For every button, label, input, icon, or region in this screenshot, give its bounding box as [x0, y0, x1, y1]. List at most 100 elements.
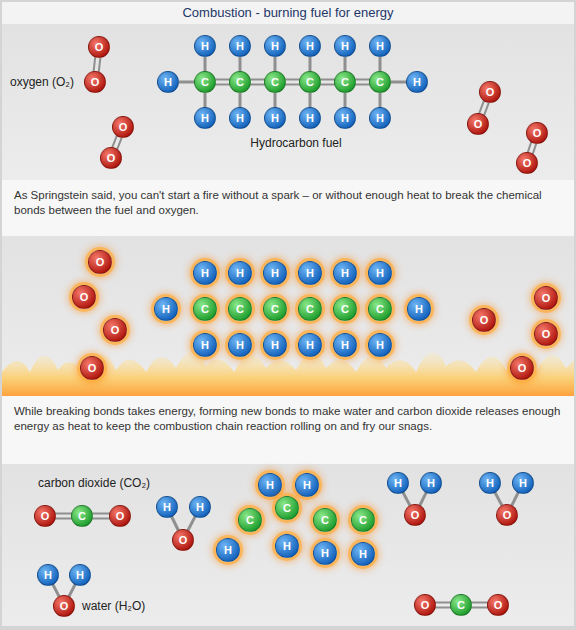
atom-circle: O: [88, 36, 110, 58]
atom-circle: H: [369, 107, 391, 129]
single-bond: [274, 92, 277, 108]
double-bond: [55, 513, 72, 518]
atom-circle: H: [351, 542, 375, 566]
atom-circle: H: [264, 107, 286, 129]
atom-circle: C: [228, 297, 252, 321]
atom-symbol: H: [271, 268, 279, 279]
atom-symbol: H: [201, 113, 209, 124]
panel-ground: [2, 464, 574, 626]
atom-symbol: O: [421, 600, 430, 611]
atom-circle: H: [156, 496, 178, 518]
atom-symbol: H: [341, 113, 349, 124]
atom-symbol: H: [394, 478, 402, 489]
atom-circle: H: [387, 472, 409, 494]
atom-circle: H: [157, 71, 179, 93]
single-bond: [274, 56, 277, 72]
atom-symbol: C: [359, 515, 367, 526]
atom-circle: H: [194, 107, 216, 129]
atom-symbol: O: [119, 122, 128, 133]
atom-circle: H: [275, 534, 299, 558]
atom-symbol: C: [236, 304, 244, 315]
atom-symbol: O: [480, 315, 489, 326]
atom-circle: C: [333, 297, 357, 321]
atom-circle: C: [450, 594, 472, 616]
atom-symbol: H: [376, 340, 384, 351]
atom-symbol: C: [283, 503, 291, 514]
atom-circle: H: [229, 107, 251, 129]
atom-circle: H: [295, 473, 319, 497]
atom-symbol: H: [271, 113, 279, 124]
single-bond: [309, 92, 312, 108]
atom-circle: H: [299, 35, 321, 57]
atom-circle: H: [189, 496, 211, 518]
atom-symbol: H: [236, 41, 244, 52]
atom-symbol: O: [95, 42, 104, 53]
atom-symbol: H: [163, 502, 171, 513]
atom-symbol: C: [201, 77, 209, 88]
single-bond: [239, 56, 242, 72]
single-bond: [309, 56, 312, 72]
atom-circle: C: [71, 505, 93, 527]
atom-symbol: H: [283, 541, 291, 552]
atom-symbol: H: [306, 113, 314, 124]
atom-symbol: H: [376, 113, 384, 124]
atom-symbol: H: [376, 41, 384, 52]
atom-symbol: C: [376, 77, 384, 88]
atom-circle: C: [334, 71, 356, 93]
atom-circle: C: [275, 496, 299, 520]
atom-symbol: O: [474, 119, 483, 130]
single-bond: [419, 492, 426, 506]
atom-symbol: O: [533, 128, 542, 139]
atom-circle: H: [228, 333, 252, 357]
atom-circle: O: [100, 147, 122, 169]
single-bond: [379, 56, 382, 72]
molecule-label: carbon dioxide (CO₂): [38, 476, 198, 492]
atom-circle: H: [69, 564, 91, 586]
atom-symbol: O: [494, 600, 503, 611]
atom-symbol: H: [201, 41, 209, 52]
atom-circle: C: [264, 71, 286, 93]
atom-circle: H: [37, 564, 59, 586]
atom-circle: H: [333, 333, 357, 357]
atom-circle: H: [298, 261, 322, 285]
single-bond: [495, 492, 503, 506]
double-bond: [320, 79, 335, 84]
molecule-label: oxygen (O₂): [10, 75, 90, 91]
atom-circle: H: [368, 333, 392, 357]
atom-symbol: H: [341, 340, 349, 351]
atom-circle: O: [404, 504, 426, 526]
atom-symbol: H: [271, 41, 279, 52]
double-bond: [355, 79, 370, 84]
atom-symbol: C: [321, 515, 329, 526]
atom-circle: H: [334, 35, 356, 57]
atom-symbol: H: [224, 545, 232, 556]
atom-symbol: O: [88, 363, 97, 374]
single-bond: [379, 92, 382, 108]
atom-symbol: C: [271, 304, 279, 315]
double-bond: [250, 79, 265, 84]
atom-circle: H: [333, 261, 357, 285]
atom-symbol: C: [341, 77, 349, 88]
atom-symbol: H: [341, 268, 349, 279]
atom-circle: O: [112, 116, 134, 138]
atom-symbol: C: [306, 77, 314, 88]
caption-strip: [2, 396, 574, 464]
atom-circle: C: [351, 508, 375, 532]
atom-symbol: H: [306, 268, 314, 279]
atom-circle: O: [88, 250, 112, 274]
atom-circle: H: [368, 261, 392, 285]
atom-circle: H: [229, 35, 251, 57]
atom-circle: O: [496, 504, 518, 526]
atom-symbol: H: [44, 570, 52, 581]
atom-symbol: H: [164, 77, 172, 88]
atom-circle: O: [516, 152, 538, 174]
atom-symbol: H: [519, 478, 527, 489]
panel-ground: [2, 236, 574, 396]
single-bond: [204, 56, 207, 72]
atom-circle: C: [298, 297, 322, 321]
atom-symbol: C: [306, 304, 314, 315]
atom-circle: O: [109, 505, 131, 527]
atom-circle: H: [264, 35, 286, 57]
atom-circle: O: [534, 286, 558, 310]
